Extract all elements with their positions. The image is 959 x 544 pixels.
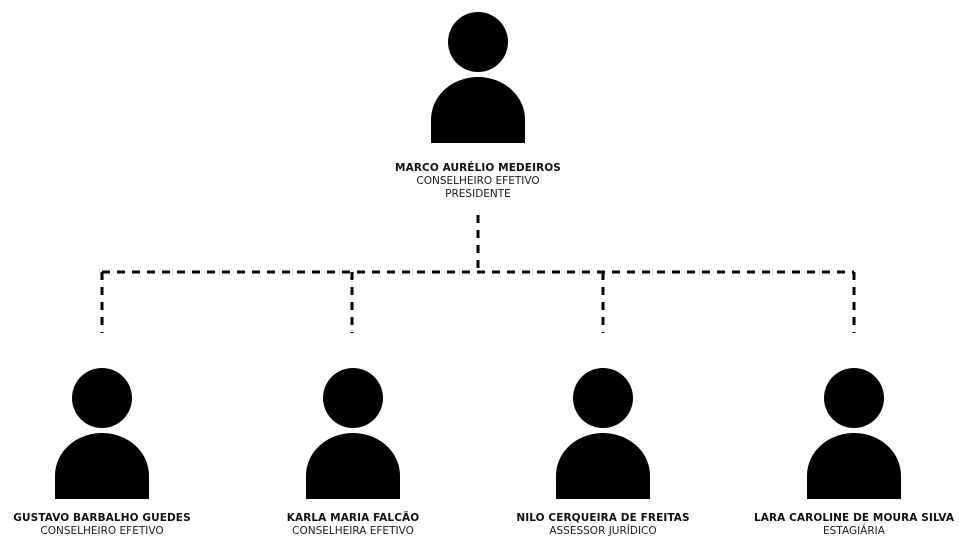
member-name: GUSTAVO BARBALHO GUEDES [13,512,191,524]
member-card: GUSTAVO BARBALHO GUEDES CONSELHEIRO EFET… [0,366,222,538]
member-card: KARLA MARIA FALCÃO CONSELHEIRA EFETIVO [233,366,473,538]
member-role: ESTAGIÁRIA [823,525,885,537]
president-card: MARCO AURÉLIO MEDEIROS CONSELHEIRO EFETI… [358,10,598,201]
person-icon [306,368,400,499]
president-name: MARCO AURÉLIO MEDEIROS [395,162,561,174]
person-icon [807,368,901,499]
member-name: KARLA MARIA FALCÃO [286,512,420,524]
member-role: CONSELHEIRO EFETIVO [40,525,164,537]
member-role: ASSESSOR JURÍDICO [549,525,657,537]
president-title: PRESIDENTE [445,188,511,200]
member-name: LARA CAROLINE DE MOURA SILVA [753,512,955,524]
president-role: CONSELHEIRO EFETIVO [416,175,540,187]
member-card: NILO CERQUEIRA DE FREITAS ASSESSOR JURÍD… [483,366,723,538]
person-icon [431,12,525,143]
person-icon [556,368,650,499]
member-role: CONSELHEIRA EFETIVO [292,525,414,537]
member-name: NILO CERQUEIRA DE FREITAS [516,512,690,524]
member-card: LARA CAROLINE DE MOURA SILVA ESTAGIÁRIA [734,366,959,538]
person-icon [55,368,149,499]
